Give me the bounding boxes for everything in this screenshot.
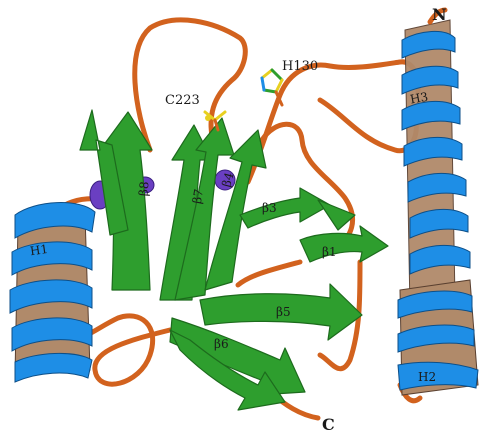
coil-b1-loop <box>238 262 300 285</box>
label-b8: β8 <box>136 181 151 197</box>
beta-sheets <box>80 110 388 410</box>
label-c223: C223 <box>165 93 200 108</box>
label-b6: β6 <box>214 337 229 351</box>
label-h130: H130 <box>282 59 318 74</box>
label-b1: β1 <box>322 245 337 259</box>
strand-b3 <box>240 188 330 228</box>
helix-h2-turns <box>398 291 478 390</box>
helix-h3 <box>402 10 470 310</box>
label-h2: H2 <box>418 370 436 384</box>
label-n-terminus: N <box>432 5 447 24</box>
helix-h2 <box>398 280 478 395</box>
strand-b1 <box>300 226 388 262</box>
residue-h130-sticks <box>262 70 282 105</box>
label-b7: β7 <box>190 188 206 205</box>
label-h1: H1 <box>29 242 49 258</box>
coil-h130-loop <box>248 62 418 182</box>
label-b4: β4 <box>219 170 236 188</box>
label-c-terminus: C <box>322 415 335 434</box>
helix-h1 <box>10 203 95 382</box>
label-b3: β3 <box>262 201 277 215</box>
label-b5: β5 <box>276 305 291 319</box>
